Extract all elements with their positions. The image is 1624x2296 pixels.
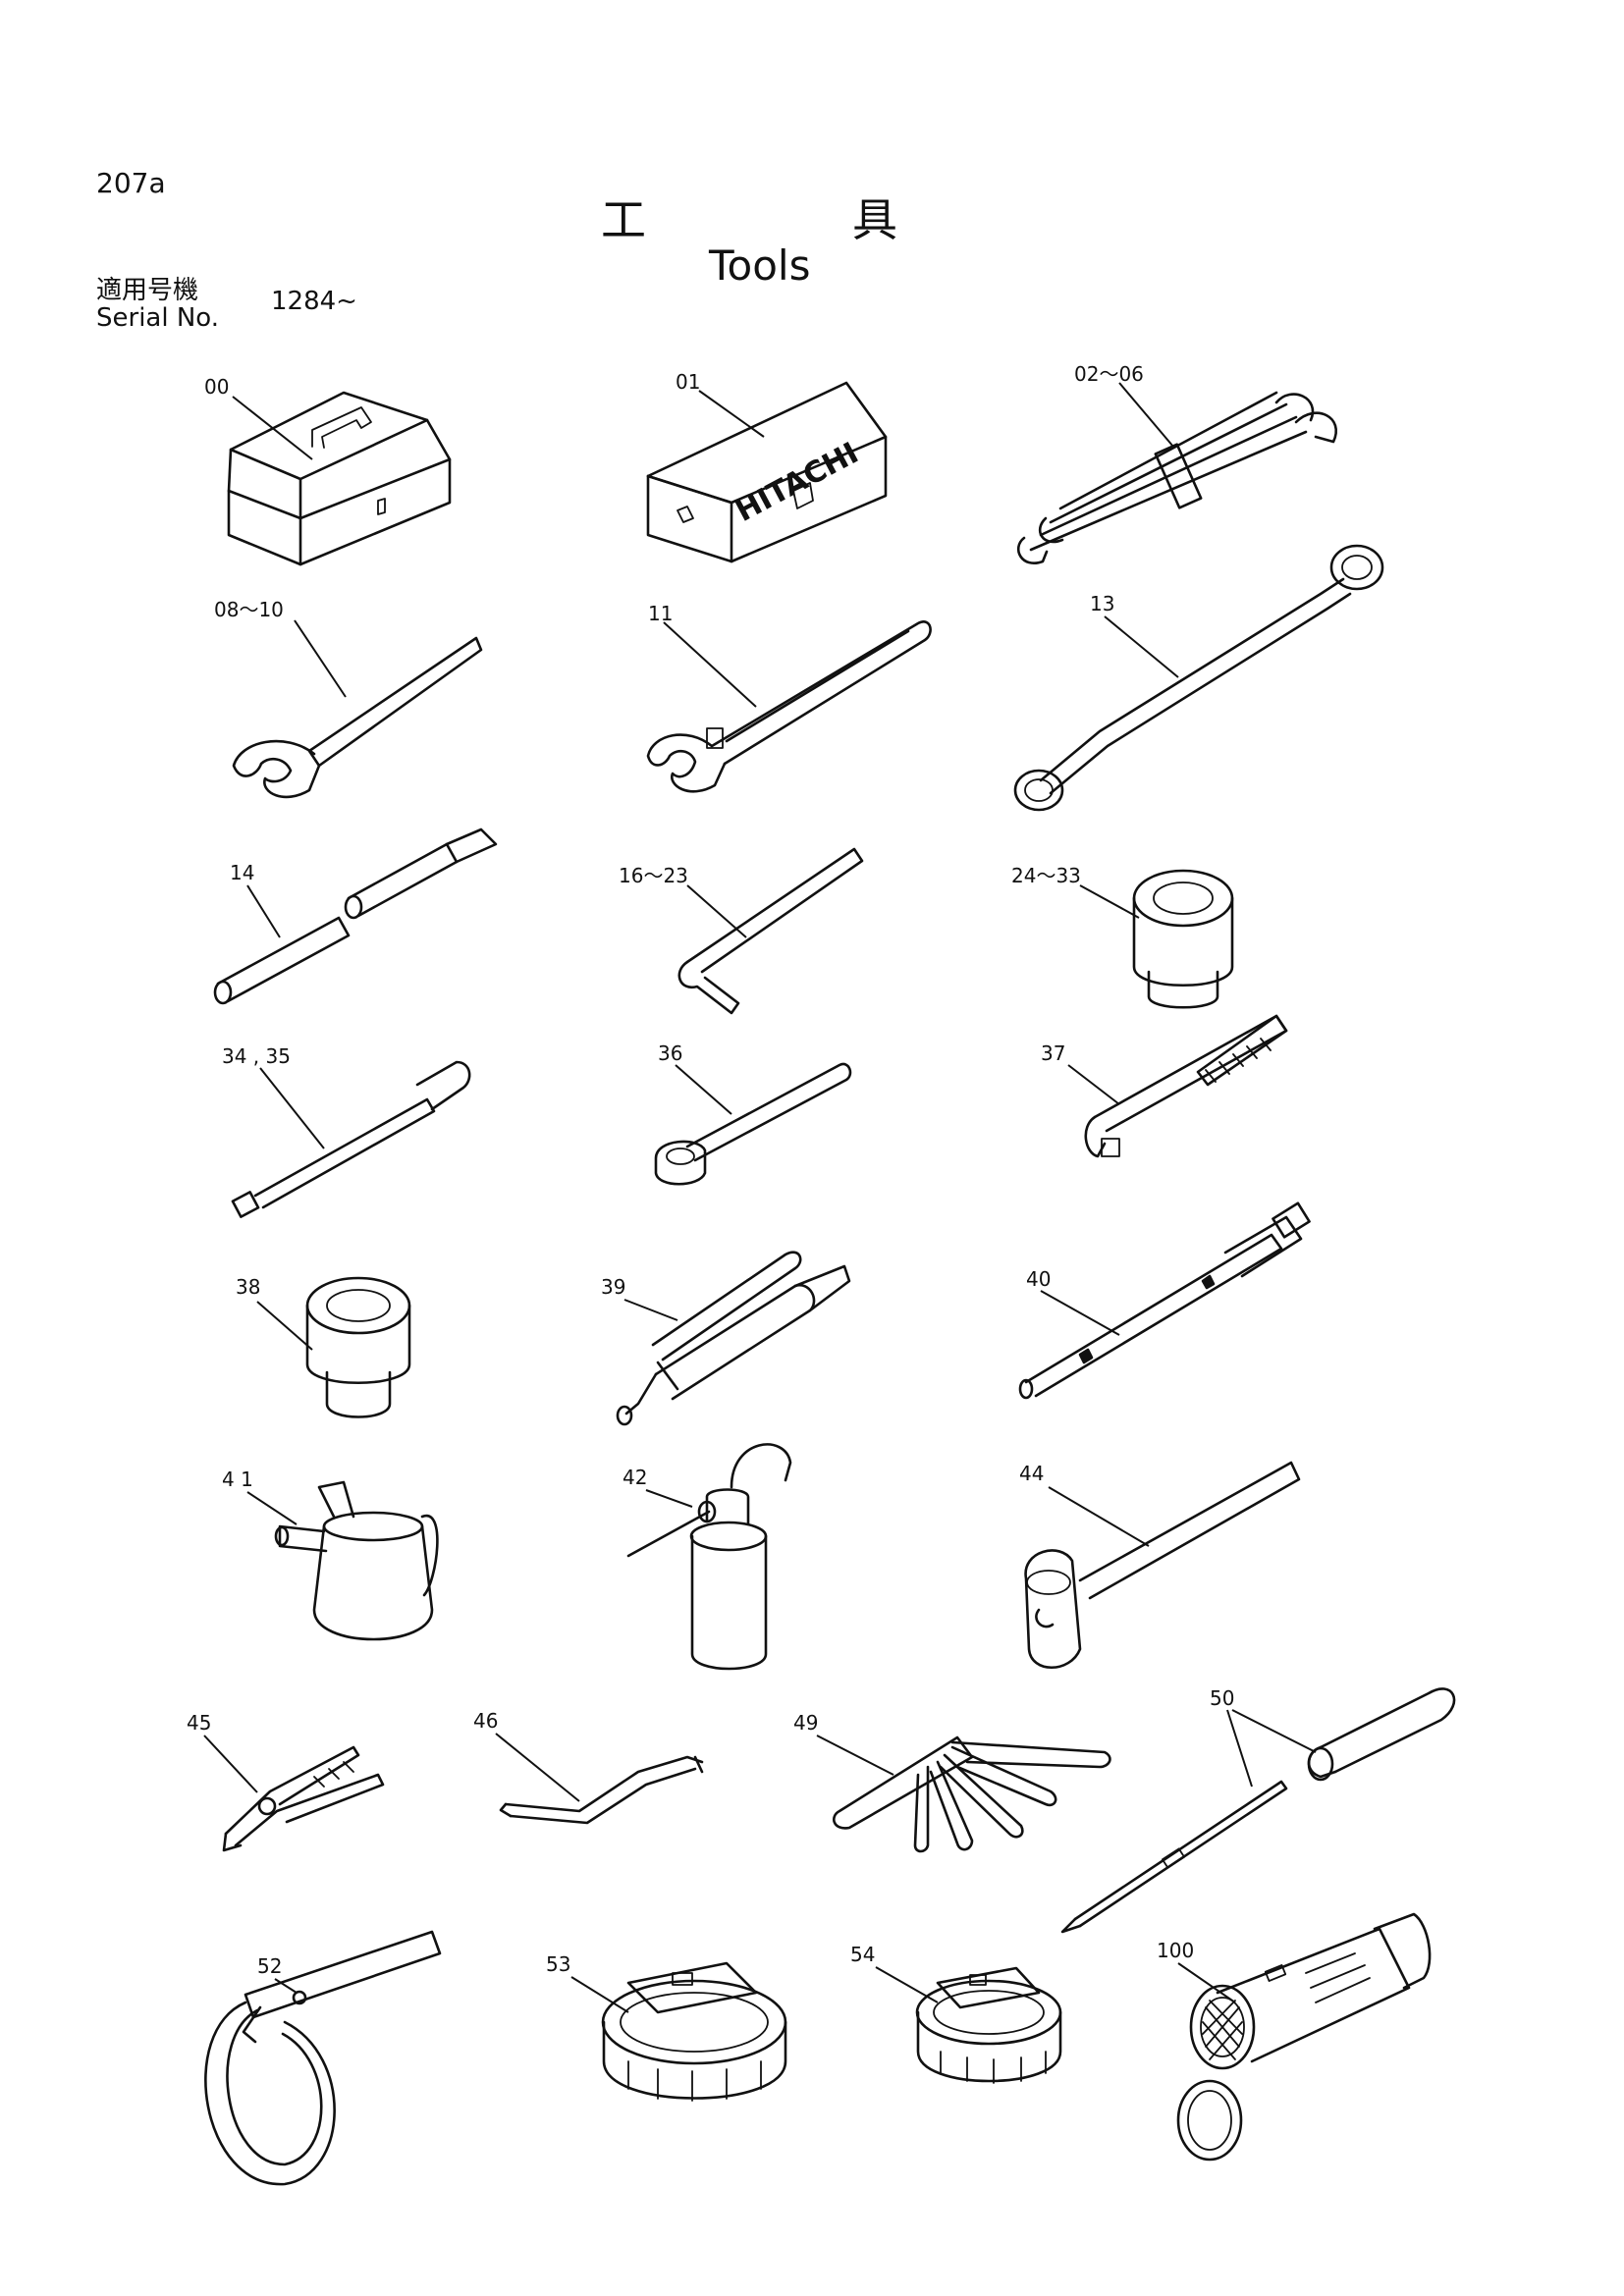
part-number-label: 44	[1019, 1462, 1044, 1485]
leader-line	[232, 396, 313, 460]
brand-logo-text: HITACHI	[731, 436, 864, 529]
leader-line	[623, 1299, 678, 1321]
ratchet-handle-icon	[654, 1062, 852, 1186]
screwdriver-icon	[1060, 1687, 1456, 1934]
leader-line	[203, 1735, 258, 1793]
leader-line	[1040, 1290, 1120, 1336]
leader-line	[1079, 884, 1140, 919]
part-number-label: 45	[187, 1711, 211, 1735]
leader-line	[246, 1491, 298, 1525]
leader-line	[698, 390, 765, 438]
filter-wrench-small-icon	[915, 1966, 1062, 2084]
leader-line	[1226, 1709, 1253, 1788]
leader-line	[645, 1489, 693, 1508]
serial-label-en: Serial No.	[96, 303, 219, 333]
part-number-label: 34 , 35	[222, 1044, 291, 1068]
part-number-label: 38	[236, 1275, 260, 1299]
page-title: Tools	[709, 241, 811, 290]
leader-line	[1118, 382, 1174, 448]
strap-wrench-icon	[204, 1930, 442, 2186]
leader-line	[294, 619, 347, 698]
socket-icon	[1132, 869, 1234, 1009]
hex-key-icon	[677, 847, 864, 1015]
part-number-label: 14	[230, 861, 254, 884]
part-number-label: 02～06	[1074, 362, 1144, 386]
page-title-jp: 工具	[601, 185, 897, 249]
pry-bar-icon	[499, 1755, 704, 1825]
title-jp-char: 具	[852, 193, 899, 246]
part-number-label: 4 1	[222, 1468, 253, 1491]
part-number-label: 46	[473, 1709, 498, 1733]
part-number-label: 00	[204, 375, 229, 399]
large-socket-icon	[305, 1276, 411, 1418]
page-number: 207a	[96, 167, 166, 199]
oiler-icon	[626, 1443, 792, 1671]
leader-line	[1177, 1962, 1236, 2003]
part-number-label: 50	[1210, 1686, 1234, 1710]
leader-line	[246, 884, 281, 938]
adjustable-wrench-icon	[646, 620, 932, 793]
leader-line	[256, 1301, 313, 1351]
part-number-label: 54	[850, 1943, 875, 1966]
part-number-label: 49	[793, 1711, 818, 1735]
leader-line	[570, 1976, 629, 2013]
leader-line	[816, 1735, 894, 1776]
pliers-icon	[222, 1745, 385, 1852]
torque-wrench-icon	[1018, 1201, 1311, 1400]
part-number-label: 42	[623, 1466, 647, 1489]
part-number-label: 52	[257, 1954, 282, 1978]
part-number-label: 39	[601, 1275, 625, 1299]
leader-line	[274, 1978, 298, 1994]
spanner-icon	[232, 636, 483, 799]
leader-line	[1231, 1709, 1317, 1753]
extension-bar-icon	[231, 1060, 471, 1218]
hammer-icon	[1024, 1461, 1301, 1670]
grease-gun-icon	[616, 1251, 851, 1426]
part-number-label: 08～10	[214, 598, 284, 621]
wrench-set-icon	[1017, 391, 1337, 564]
title-jp-char: 工	[601, 193, 648, 246]
serial-label: 適用号機 Serial No.	[96, 277, 219, 332]
leader-line	[675, 1064, 732, 1115]
leader-line	[1048, 1486, 1150, 1547]
leader-line	[259, 1067, 325, 1149]
leader-line	[1104, 615, 1179, 678]
part-number-label: 01	[676, 370, 700, 394]
leader-line	[1067, 1064, 1120, 1105]
part-number-label: 16～23	[619, 864, 688, 887]
bar-icon	[213, 828, 498, 1005]
part-number-label: 37	[1041, 1041, 1065, 1065]
feeler-gauge-icon	[833, 1735, 1111, 1853]
box-end-wrench-icon	[1013, 544, 1384, 812]
leader-line	[495, 1733, 580, 1802]
flashlight-icon	[1176, 1912, 1432, 2162]
tool-box-icon	[227, 391, 452, 566]
oil-can-icon	[274, 1480, 439, 1641]
l-handle-icon	[1084, 1014, 1288, 1158]
part-number-label: 36	[658, 1041, 682, 1065]
serial-label-jp: 適用号機	[96, 276, 199, 305]
part-number-label: 40	[1026, 1267, 1051, 1291]
hitachi-tool-case-icon	[646, 381, 888, 563]
part-number-label: 100	[1157, 1939, 1194, 1962]
part-number-label: 13	[1090, 592, 1114, 615]
leader-line	[875, 1966, 939, 2003]
part-number-label: 24～33	[1011, 864, 1081, 887]
part-number-label: 11	[648, 602, 673, 625]
filter-wrench-large-icon	[601, 1961, 787, 2102]
part-number-label: 53	[546, 1952, 570, 1976]
leader-line	[663, 621, 757, 708]
serial-value: 1284~	[271, 287, 357, 316]
leader-line	[686, 884, 747, 938]
